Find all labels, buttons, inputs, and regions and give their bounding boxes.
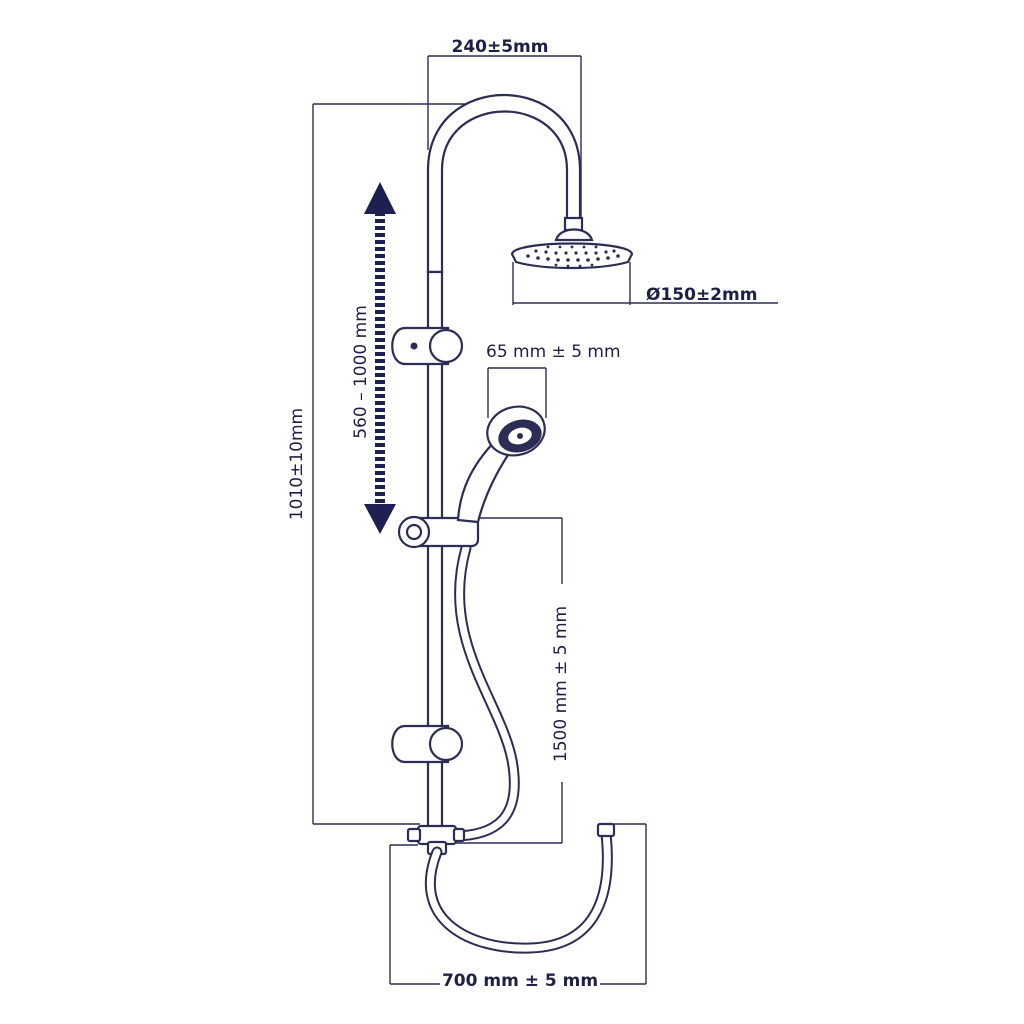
overhead-shower-head [510,216,634,270]
hand-shower-hose [440,542,520,842]
riser-rail [426,94,582,834]
slide-range-label: 560 – 1000 mm [351,305,371,439]
supply-hose-label: 700 mm ± 5 mm [442,971,598,991]
hand-shower-slider [397,515,480,549]
double-arrow-icon [364,182,396,534]
supply-hose [425,822,616,954]
head-diameter-label: Ø150±2mm [646,285,757,305]
total-height-label: 1010±10mm [287,408,307,520]
hand-shower [456,405,546,524]
handshower-width-label: 65 mm ± 5 mm [486,342,621,362]
dimension-lines [312,55,778,985]
wall-bracket-bottom [391,724,464,764]
hose-length-label: 1500 mm ± 5 mm [551,606,571,762]
head-nozzles [526,245,620,268]
top-width-label: 240±5mm [452,37,549,57]
wall-bracket-top [391,326,464,366]
